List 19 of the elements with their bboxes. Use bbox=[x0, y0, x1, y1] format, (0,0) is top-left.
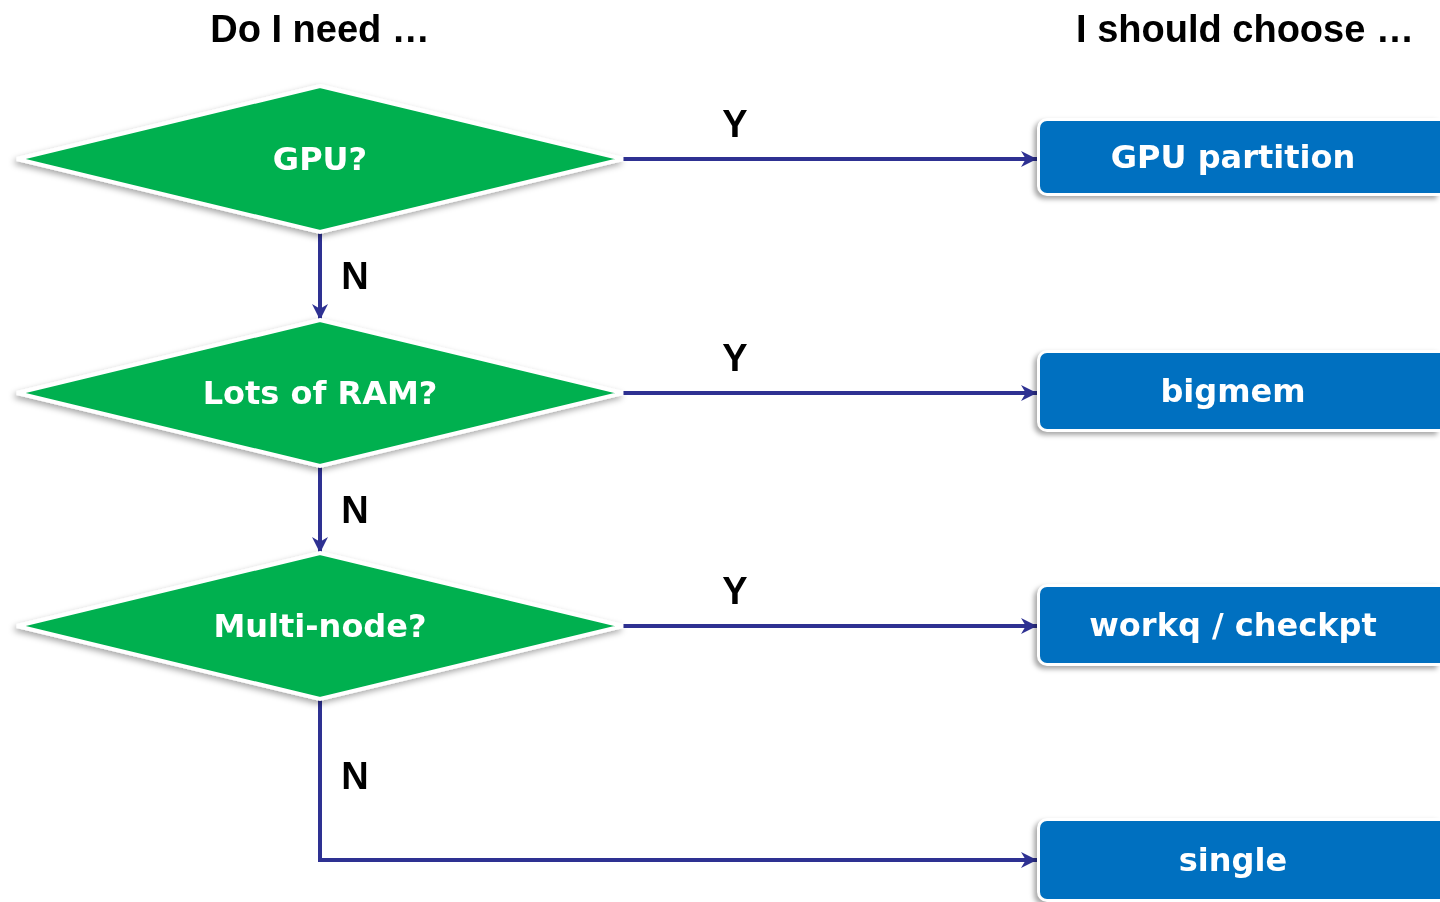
column-heading: Do I need … bbox=[210, 8, 430, 51]
arrow bbox=[622, 385, 1037, 401]
choice-text: single bbox=[1178, 841, 1288, 879]
arrow bbox=[622, 151, 1037, 167]
result-box bbox=[1037, 350, 1440, 432]
arrow bbox=[312, 232, 328, 320]
result-box bbox=[1037, 118, 1440, 196]
question-text: Lots of RAM? bbox=[202, 374, 438, 412]
column-heading: I should choose … bbox=[1076, 8, 1414, 51]
choice-text: GPU partition bbox=[1110, 138, 1356, 176]
arrow bbox=[312, 466, 328, 553]
question-text: Multi-node? bbox=[213, 607, 427, 645]
question-text: GPU? bbox=[272, 140, 368, 178]
arrow bbox=[622, 618, 1037, 634]
choice-text: workq / checkpt bbox=[1089, 606, 1377, 644]
result-box bbox=[1037, 818, 1440, 902]
choice-text: bigmem bbox=[1160, 372, 1306, 410]
result-box bbox=[1037, 584, 1440, 666]
arrow bbox=[318, 699, 1037, 868]
